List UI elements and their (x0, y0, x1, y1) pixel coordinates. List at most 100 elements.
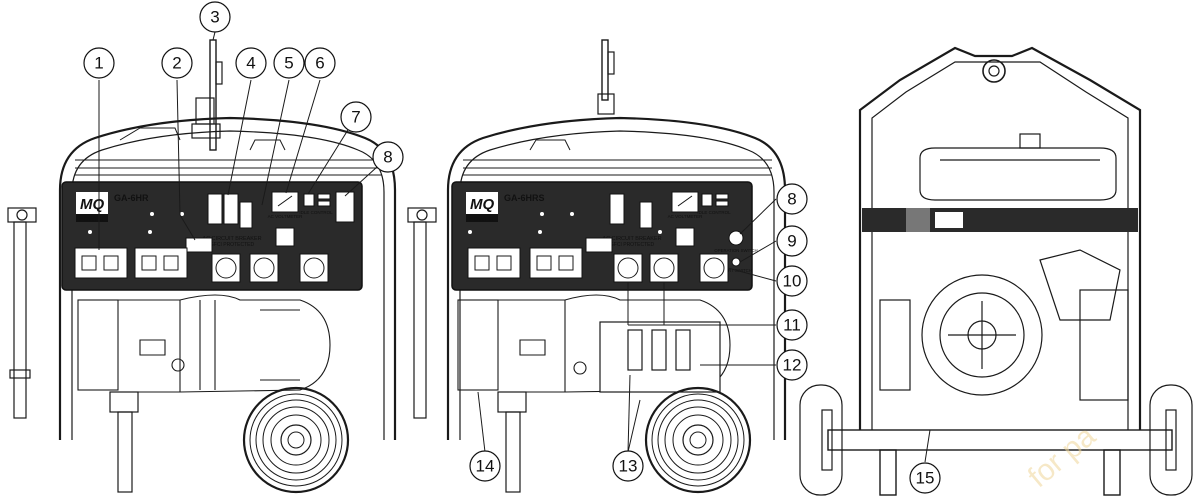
mq-logo-2: MQ POWER (466, 192, 498, 223)
alternator-assembly (77, 294, 331, 393)
side-frame-inner (871, 61, 1129, 430)
panel-screws-2 (468, 212, 662, 234)
ac-voltmeter-2 (671, 191, 699, 213)
idle-control-label-2: IDLE CONTROL (697, 210, 731, 215)
twist-lock-outlet-m1[interactable] (613, 253, 643, 283)
side-frame-outer (858, 46, 1142, 430)
svg-text:8: 8 (787, 190, 796, 209)
svg-text:15: 15 (916, 469, 935, 488)
callout-3: 3 (199, 1, 231, 33)
mq-logo: MQ POWER (76, 192, 108, 223)
svg-text:4: 4 (246, 54, 255, 73)
callout-9: 9 (776, 225, 808, 257)
callout-14: 14 (469, 450, 501, 482)
svg-text:14: 14 (476, 457, 495, 476)
battery-box (599, 321, 721, 393)
operation-switch[interactable] (728, 230, 744, 246)
lifting-bail (191, 39, 223, 151)
foot-middle (497, 391, 527, 413)
callout-8-left: 8 (372, 141, 404, 173)
twist-lock-outlet-2[interactable] (249, 253, 279, 283)
side-wheel-right (1149, 384, 1193, 496)
side-view (799, 46, 1193, 496)
ac-voltmeter (271, 191, 299, 213)
callout-2: 2 (161, 47, 193, 79)
twist-lock-outlet-1[interactable] (211, 253, 241, 283)
voltmeter-label: AC VOLTMETER (268, 214, 303, 219)
svg-text:7: 7 (351, 108, 360, 127)
svg-text:3: 3 (210, 8, 219, 27)
logo-text-2: MQ (470, 196, 494, 213)
svg-text:6: 6 (315, 54, 324, 73)
lifting-eye (982, 59, 1006, 83)
svg-text:11: 11 (783, 316, 801, 335)
svg-text:8: 8 (383, 148, 392, 167)
wheel-left (242, 386, 350, 494)
frame-inner-2 (459, 130, 775, 440)
wheel-middle (644, 386, 752, 494)
idle-control-switch-2[interactable] (701, 193, 713, 207)
model-label-middle: GA-6HRS (504, 193, 545, 203)
twist-lock-outlet-m2[interactable] (649, 253, 679, 283)
callout-5: 5 (273, 47, 305, 79)
svg-text:10: 10 (783, 272, 802, 291)
callout-12: 12 (776, 349, 808, 381)
idle-control-switch[interactable] (303, 193, 315, 207)
svg-text:1: 1 (94, 54, 103, 73)
breaker-label-m1: AC CIRCUIT BREAKER (602, 236, 661, 242)
start-switch[interactable] (731, 257, 741, 267)
callout-1: 1 (83, 47, 115, 79)
twist-lock-outlet-m3[interactable] (699, 253, 729, 283)
operation-switch-label: OPERATION SWITCH (714, 248, 757, 253)
engine (879, 249, 1129, 401)
frame-outer-2 (446, 116, 787, 440)
circuit-breaker-1[interactable] (207, 193, 223, 225)
top-cover (75, 127, 382, 176)
callout-6: 6 (304, 47, 336, 79)
side-band (862, 208, 1138, 232)
duplex-outlet-1[interactable] (74, 247, 128, 279)
voltmeter-label-2: AC VOLTMETER (668, 214, 703, 219)
handle-middle (407, 207, 437, 419)
circuit-breaker-3[interactable] (239, 201, 253, 229)
breaker-label-m2: GFCI PROTECTED (610, 242, 655, 248)
foot-left (109, 391, 139, 413)
callout-10: 10 (776, 265, 808, 297)
circuit-breaker-m2[interactable] (639, 201, 653, 229)
ground-lug-2 (675, 227, 695, 247)
circuit-breaker-m1[interactable] (609, 193, 625, 225)
logo-sub: POWER (79, 216, 104, 223)
leg-middle (505, 411, 521, 493)
side-base (827, 429, 1173, 496)
idle-control-label: IDLE CONTROL (299, 210, 333, 215)
leg-left (117, 411, 133, 493)
ground-lug (275, 227, 295, 247)
logo-sub-2: POWER (469, 216, 494, 223)
svg-text:9: 9 (787, 232, 796, 251)
breaker-label-2: GFCI PROTECTED (210, 242, 255, 248)
callout-4: 4 (235, 47, 267, 79)
svg-text:13: 13 (619, 457, 638, 476)
duplex-outlet-m1[interactable] (467, 247, 521, 279)
callout-13: 13 (612, 450, 644, 482)
leader-lines (98, 31, 931, 463)
dc-output-2[interactable] (585, 237, 613, 253)
twist-lock-outlet-3[interactable] (299, 253, 329, 283)
reset-block[interactable] (335, 191, 355, 223)
callout-8-middle: 8 (776, 183, 808, 215)
logo-text: MQ (80, 196, 104, 213)
dc-output[interactable] (185, 237, 213, 253)
front-view-ga6hrs: MQ POWER GA-6HRS AC CIRCUIT BREAKER GFCI… (407, 39, 787, 494)
callout-15: 15 (909, 462, 941, 494)
lifting-bail-2 (597, 39, 615, 115)
fuel-tank (919, 133, 1117, 201)
circuit-breaker-2[interactable] (223, 193, 239, 225)
frame-inner (71, 130, 385, 440)
duplex-outlet-2[interactable] (134, 247, 188, 279)
duplex-outlet-m2[interactable] (529, 247, 583, 279)
handle-left (7, 207, 37, 419)
svg-text:2: 2 (172, 54, 181, 73)
top-cover-2 (463, 139, 772, 176)
svg-text:12: 12 (783, 356, 802, 375)
